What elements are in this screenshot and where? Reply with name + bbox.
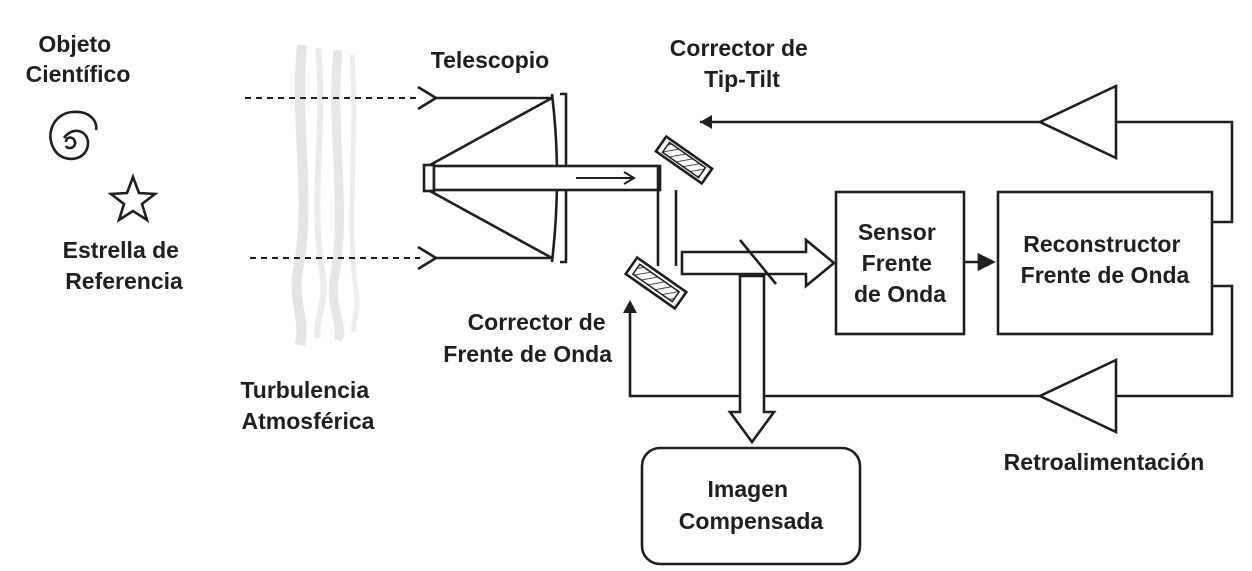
- turbulence-label: Turbulencia Atmosférica: [240, 377, 375, 434]
- beam-splitter: [738, 239, 778, 285]
- tip-tilt-mirror: [654, 134, 714, 186]
- wavefront-corrector-label: Corrector de Frente de Onda: [443, 309, 612, 367]
- wavefront-sensor-box: [834, 190, 966, 336]
- wavefront-corrector-mirror: [623, 255, 689, 311]
- telescope-label: Telescopio: [431, 47, 549, 73]
- tip-tilt-feedback-loop: [700, 83, 1234, 224]
- wavefront-reconstructor-box: [996, 190, 1214, 336]
- telescope: [417, 85, 662, 271]
- compensated-image-label: Imagen Compensada: [679, 476, 824, 534]
- science-object-label: Objeto Científico: [26, 31, 131, 87]
- star-icon: [107, 173, 159, 224]
- turbulence-field: [291, 44, 360, 347]
- beam-to-image-arrow: [727, 274, 777, 445]
- feedback-label: Retroalimentación: [1004, 449, 1205, 475]
- compensated-image-box: [640, 446, 862, 566]
- wavefront-sensor-label: Sensor Frente de Onda: [854, 219, 946, 307]
- beam-path: [656, 166, 678, 266]
- wavefront-reconstructor-label: Reconstructor Frente de Onda: [1021, 231, 1190, 288]
- wavefront-feedback-loop: [623, 284, 1234, 435]
- tip-tilt-corrector-label: Corrector de Tip-Tilt: [670, 35, 814, 92]
- reference-star-label: Estrella de Referencia: [63, 237, 186, 294]
- spiral-galaxy-icon: [49, 110, 98, 161]
